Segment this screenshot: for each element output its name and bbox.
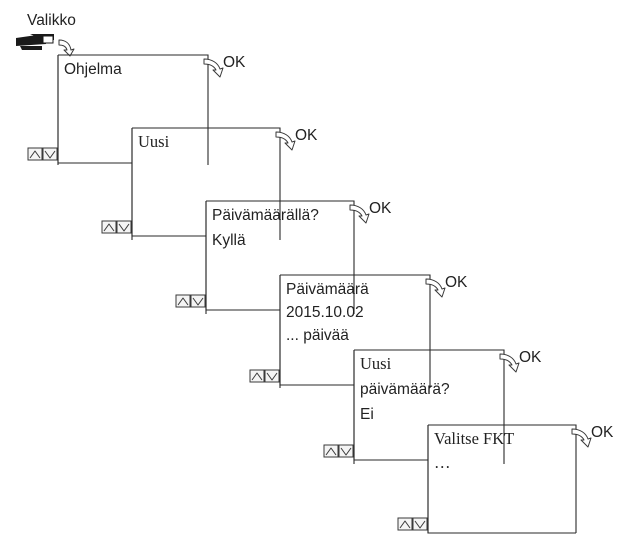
ok-curved-arrow-icon: [275, 131, 296, 151]
screen-new: Uusi OK: [101, 127, 318, 240]
up-down-buttons-icon[interactable]: [249, 369, 280, 383]
up-button[interactable]: [249, 369, 265, 383]
up-down-buttons-icon[interactable]: [323, 444, 354, 458]
screen-new-date: Uusi päivämäärä? Ei OK: [323, 349, 542, 464]
screen-line: Päivämäärällä?: [212, 207, 319, 224]
ok-label: OK: [445, 274, 468, 291]
ok-label: OK: [369, 200, 392, 217]
ok-curved-arrow-icon: [425, 278, 446, 298]
ok-arrow[interactable]: OK: [499, 349, 542, 373]
up-down-buttons-icon[interactable]: [101, 220, 132, 234]
up-arrow-icon: [251, 372, 263, 381]
screen-select-fkt: Valitse FKT … OK: [397, 424, 614, 534]
up-button[interactable]: [175, 294, 191, 308]
screen-frame: [132, 127, 281, 240]
up-button[interactable]: [323, 444, 339, 458]
down-button[interactable]: [412, 517, 428, 531]
ok-label: OK: [223, 54, 246, 71]
screen-connector: [205, 201, 280, 311]
screen-program: Ohjelma OK: [27, 54, 246, 165]
up-button[interactable]: [27, 147, 43, 161]
screen-line: ... päivää: [286, 327, 349, 344]
screen-line: Uusi: [138, 132, 170, 151]
ok-curved-arrow-icon: [499, 353, 520, 373]
up-arrow-icon: [325, 447, 337, 456]
up-button[interactable]: [101, 220, 117, 234]
down-arrow-icon: [340, 447, 352, 456]
screen-line: Päivämäärä: [286, 281, 369, 298]
up-down-buttons-icon[interactable]: [175, 294, 206, 308]
screen-line: Uusi: [360, 354, 392, 373]
screen-line: Ohjelma: [64, 61, 122, 78]
up-arrow-icon: [399, 520, 411, 529]
screen-line: Kyllä: [212, 232, 246, 249]
pointing-hand-icon: [16, 34, 54, 50]
ok-curved-arrow-icon: [203, 58, 224, 78]
down-button[interactable]: [338, 444, 354, 458]
ok-label: OK: [591, 424, 614, 441]
down-button[interactable]: [116, 220, 132, 234]
screen-connector: [353, 350, 428, 461]
up-arrow-icon: [103, 223, 115, 232]
entry-arrow-icon: [58, 39, 75, 57]
down-arrow-icon: [118, 223, 130, 232]
menu-label: Valikko: [27, 12, 76, 29]
ok-label: OK: [519, 349, 542, 366]
down-arrow-icon: [192, 297, 204, 306]
screen-connector: [279, 275, 354, 386]
down-button[interactable]: [42, 147, 58, 161]
down-button[interactable]: [264, 369, 280, 383]
up-arrow-icon: [29, 150, 41, 159]
ok-label: OK: [295, 127, 318, 144]
screen-frame: [206, 200, 355, 314]
screen-line: päivämäärä?: [360, 381, 450, 398]
up-arrow-icon: [177, 297, 189, 306]
ok-arrow[interactable]: OK: [349, 200, 392, 224]
ok-curved-arrow-icon: [349, 204, 370, 224]
down-arrow-icon: [414, 520, 426, 529]
screen-by-date: Päivämäärällä? Kyllä OK: [175, 200, 392, 314]
screen-frame: [354, 349, 505, 464]
screen-line: 2015.10.02: [286, 304, 364, 321]
down-arrow-icon: [266, 372, 278, 381]
screen-connector: [131, 128, 206, 237]
screen-frame: [428, 424, 577, 533]
ok-arrow[interactable]: OK: [203, 54, 246, 78]
down-button[interactable]: [190, 294, 206, 308]
screen-connector: [57, 55, 132, 164]
up-button[interactable]: [397, 517, 413, 531]
up-down-buttons-icon[interactable]: [27, 147, 58, 161]
ok-curved-arrow-icon: [571, 428, 592, 448]
ok-arrow[interactable]: OK: [275, 127, 318, 151]
screen-line: Ei: [360, 406, 374, 423]
ok-arrow[interactable]: OK: [571, 424, 614, 448]
screen-line: …: [434, 453, 451, 472]
up-down-buttons-icon[interactable]: [397, 517, 428, 531]
down-arrow-icon: [44, 150, 56, 159]
ok-arrow[interactable]: OK: [425, 274, 468, 298]
screen-line: Valitse FKT: [434, 429, 514, 448]
